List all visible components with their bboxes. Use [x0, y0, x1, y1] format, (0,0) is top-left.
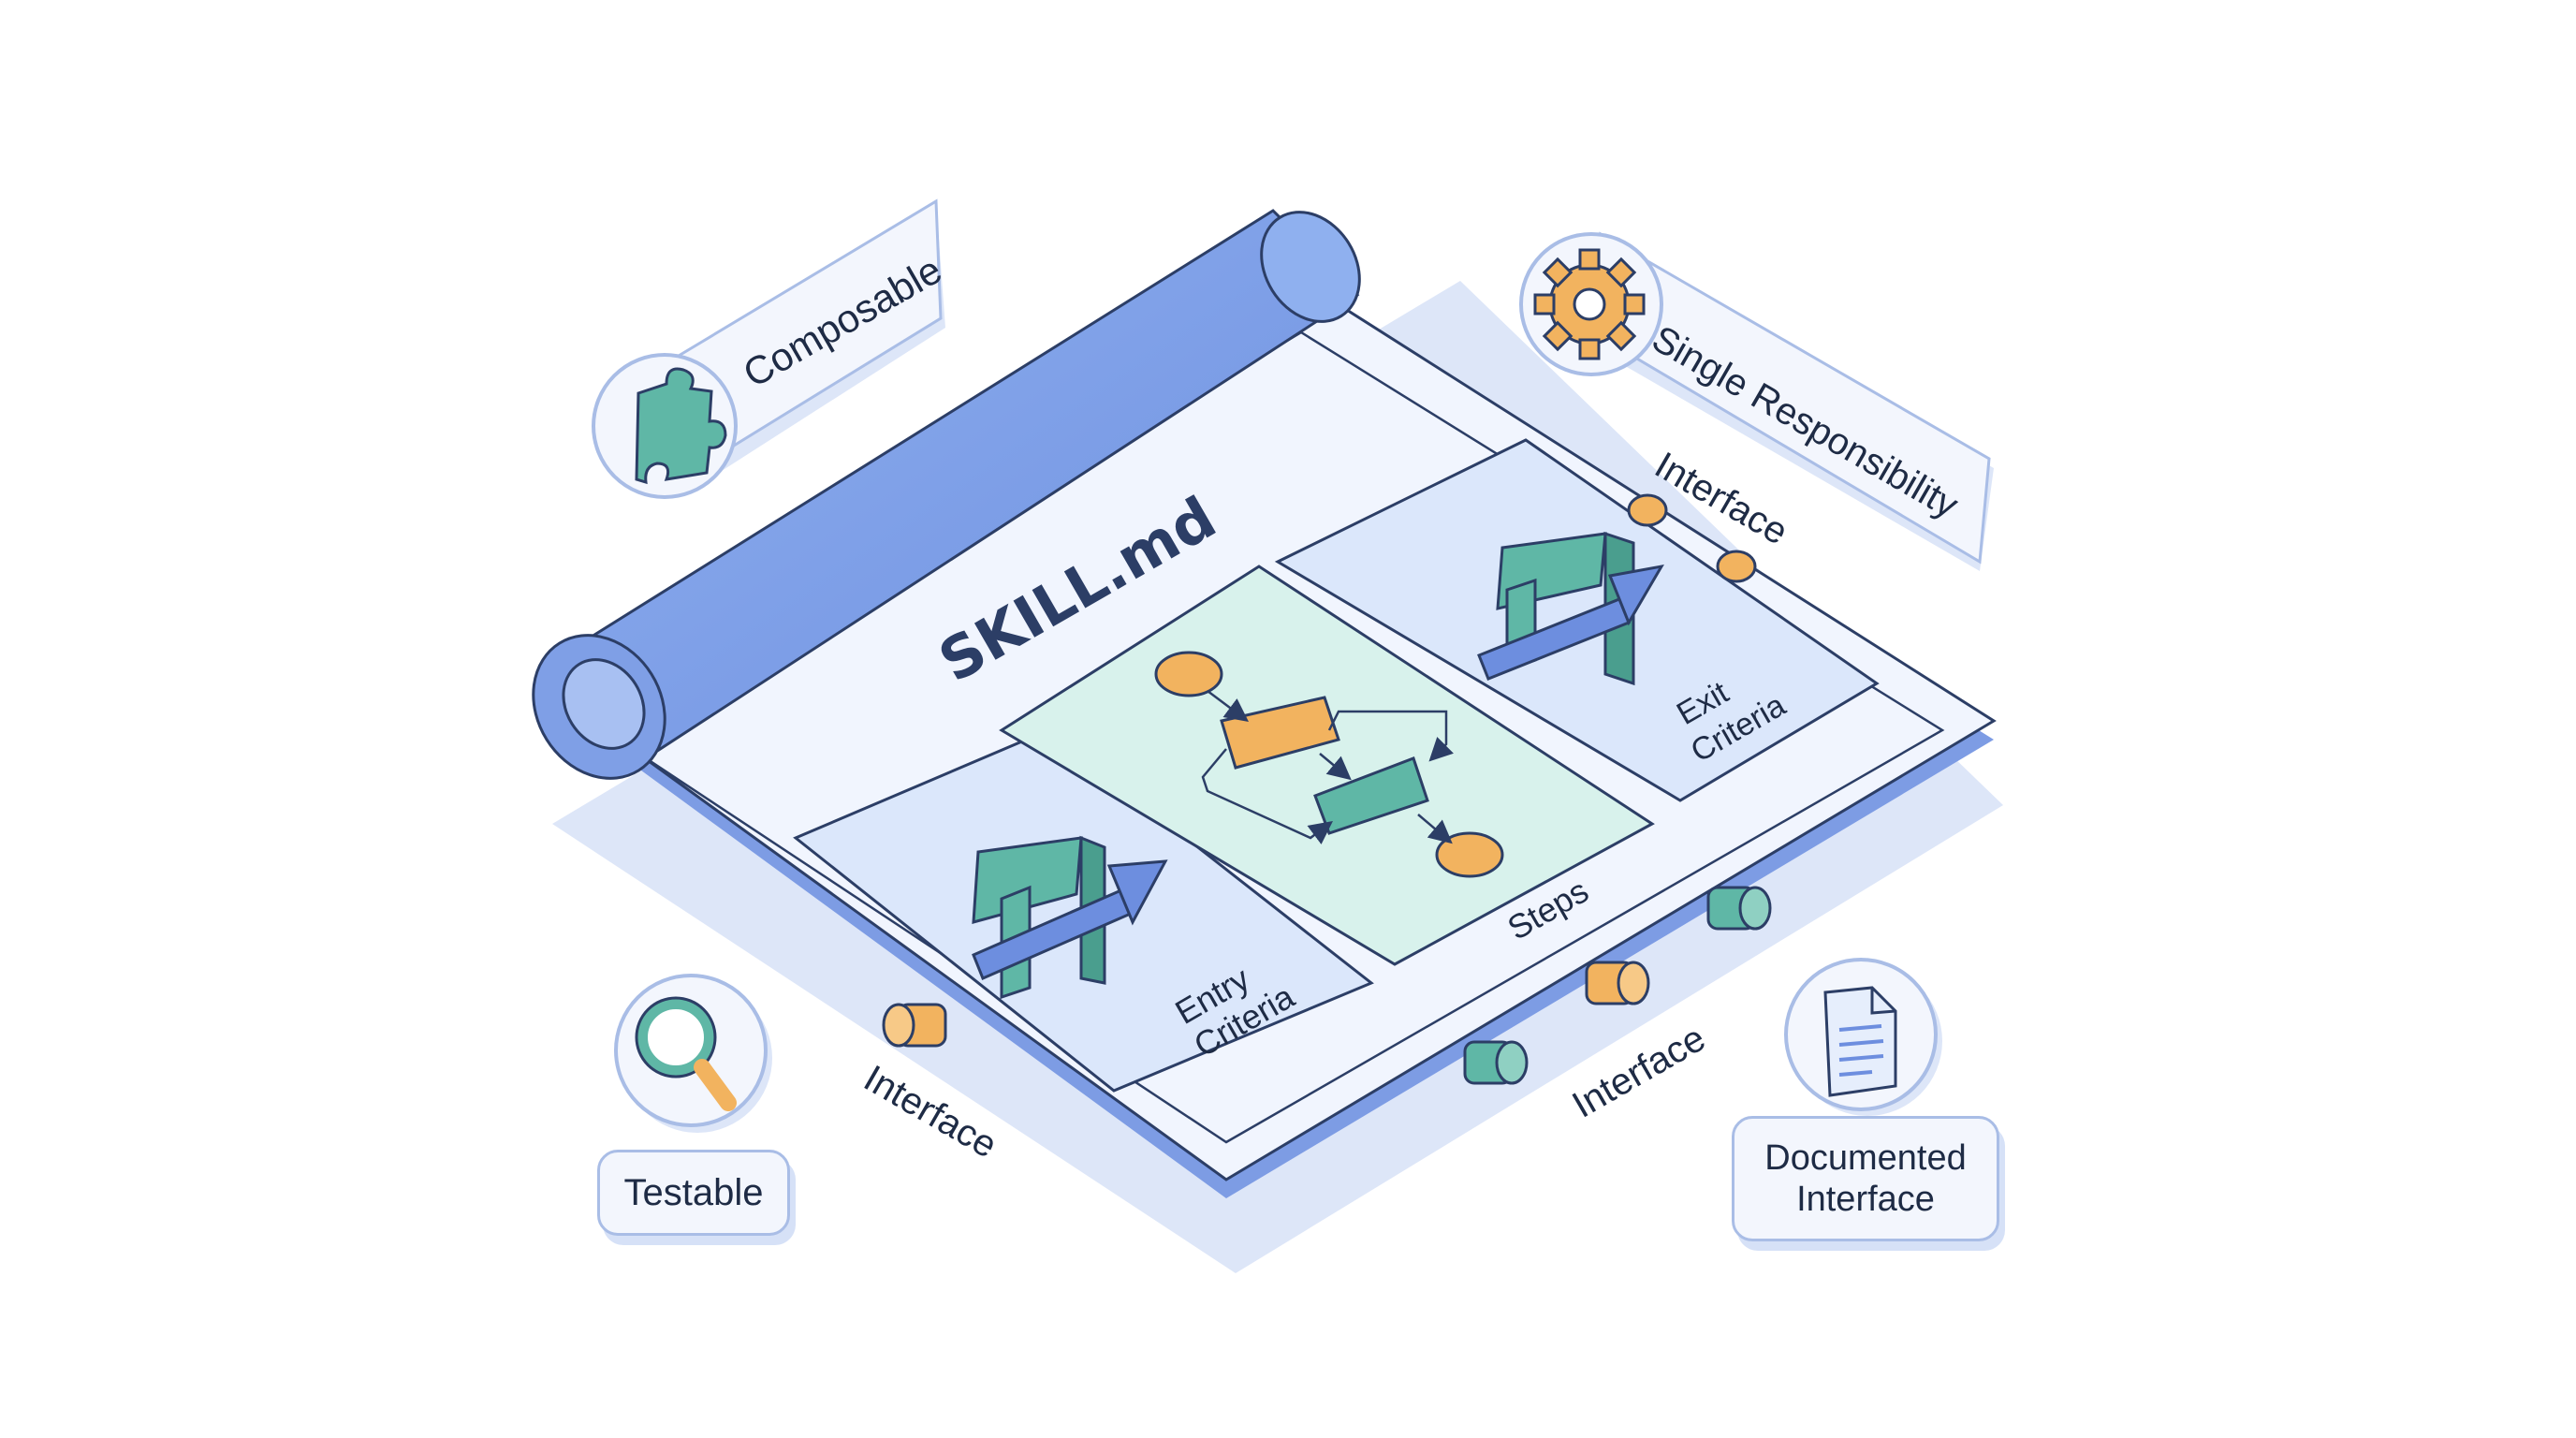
entry-panel: Entry Criteria	[793, 728, 1374, 1093]
document-icon	[1823, 986, 1897, 1097]
end-node	[1435, 831, 1504, 878]
testable-badge	[614, 974, 772, 1133]
gear-icon	[1533, 248, 1646, 360]
composable-badge: Composable	[592, 198, 949, 499]
connector-icon	[882, 493, 1772, 1085]
documented-label-line2: Interface	[1796, 1180, 1935, 1219]
exit-arrow-icon	[1477, 531, 1664, 686]
scroll-roll	[532, 209, 1361, 780]
puzzle-icon	[635, 367, 727, 485]
documented-label-line1: Documented	[1764, 1138, 1967, 1178]
steps-panel: Steps	[999, 565, 1655, 966]
testable-chip: Testable	[597, 1150, 790, 1236]
documented-interface-chip: Documented Interface	[1732, 1116, 1999, 1241]
step-node-1	[1220, 696, 1340, 770]
magnifier-icon	[635, 996, 737, 1111]
exit-panel: Exit Criteria	[1274, 438, 1880, 802]
documented-interface-badge	[1784, 958, 1942, 1116]
entry-arrow-icon	[972, 835, 1168, 1000]
testable-label: Testable	[623, 1171, 764, 1213]
start-node	[1154, 651, 1223, 697]
step-node-2	[1313, 756, 1429, 835]
